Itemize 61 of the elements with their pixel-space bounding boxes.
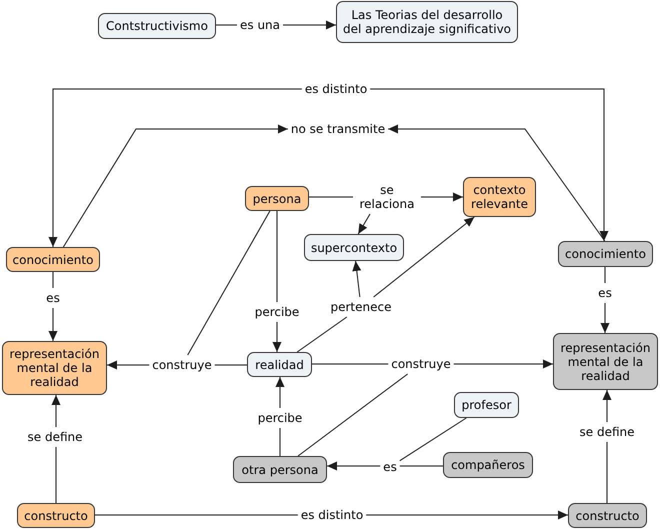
linking-phrase: construye bbox=[391, 357, 451, 371]
connector-line bbox=[216, 24, 238, 26]
arrow bbox=[282, 20, 336, 30]
linking-phrase: es bbox=[383, 460, 397, 474]
linking-phrase: es bbox=[598, 286, 612, 300]
concept-node: realidad bbox=[247, 352, 312, 377]
linking-phrase: construye bbox=[152, 358, 212, 372]
arrow bbox=[106, 360, 150, 370]
linking-phrase: percibe bbox=[254, 305, 300, 319]
connector-line bbox=[94, 514, 298, 516]
concept-node: Contstructivismo bbox=[98, 13, 216, 39]
concept-node: otra persona bbox=[233, 456, 327, 483]
arrow bbox=[370, 88, 608, 242]
arrow bbox=[420, 192, 464, 202]
connector-line bbox=[296, 316, 348, 352]
connector-line bbox=[606, 442, 608, 504]
arrow bbox=[48, 88, 302, 248]
arrow bbox=[388, 124, 606, 242]
connector-line bbox=[298, 374, 408, 456]
linking-phrase: es distinto bbox=[304, 82, 368, 96]
connector-line bbox=[308, 196, 354, 198]
concept-node: representación mental de la realidad bbox=[553, 333, 658, 390]
linking-phrase: es bbox=[46, 291, 60, 305]
connector-line bbox=[214, 364, 248, 366]
arrow bbox=[272, 322, 282, 352]
arrow bbox=[602, 390, 612, 422]
concept-node: contexto relevante bbox=[463, 177, 536, 217]
concept-node: representación mental de la realidad bbox=[2, 341, 107, 395]
arrow bbox=[358, 214, 370, 234]
linking-phrase: se define bbox=[580, 425, 634, 439]
linking-phrase: percibe bbox=[258, 411, 302, 425]
linking-phrase: pertenece bbox=[330, 300, 392, 314]
concept-node: Las Teorias del desarrollo del aprendizaje significativo bbox=[336, 1, 518, 43]
linking-phrase: es distinto bbox=[300, 508, 364, 522]
arrow bbox=[276, 376, 284, 408]
arrow bbox=[366, 510, 568, 520]
concept-node: constructo bbox=[568, 503, 647, 528]
concept-node: compañeros bbox=[443, 452, 533, 478]
concept-node: constructo bbox=[17, 503, 95, 528]
concept-node: conocimiento bbox=[558, 241, 653, 267]
arrow bbox=[326, 462, 381, 470]
concept-node: profesor bbox=[454, 392, 519, 418]
arrow bbox=[453, 360, 554, 368]
linking-phrase: se define bbox=[28, 430, 82, 444]
concept-node: conocimiento bbox=[6, 247, 100, 272]
arrow bbox=[373, 216, 475, 298]
arrow bbox=[352, 260, 362, 298]
arrow bbox=[62, 124, 288, 248]
arrow bbox=[48, 308, 58, 342]
connector-line bbox=[399, 418, 467, 462]
connector-line bbox=[276, 210, 278, 302]
concept-node: persona bbox=[245, 186, 309, 211]
linking-phrase: es una bbox=[240, 18, 280, 32]
linking-phrase: no se transmite bbox=[290, 122, 386, 136]
arrow bbox=[52, 394, 60, 428]
concept-node: supercontexto bbox=[304, 234, 404, 261]
linking-phrase: se relaciona bbox=[356, 183, 418, 211]
connector-line bbox=[604, 266, 606, 284]
arrow bbox=[600, 302, 610, 334]
connector-line bbox=[187, 210, 270, 356]
connector-line bbox=[52, 272, 54, 288]
